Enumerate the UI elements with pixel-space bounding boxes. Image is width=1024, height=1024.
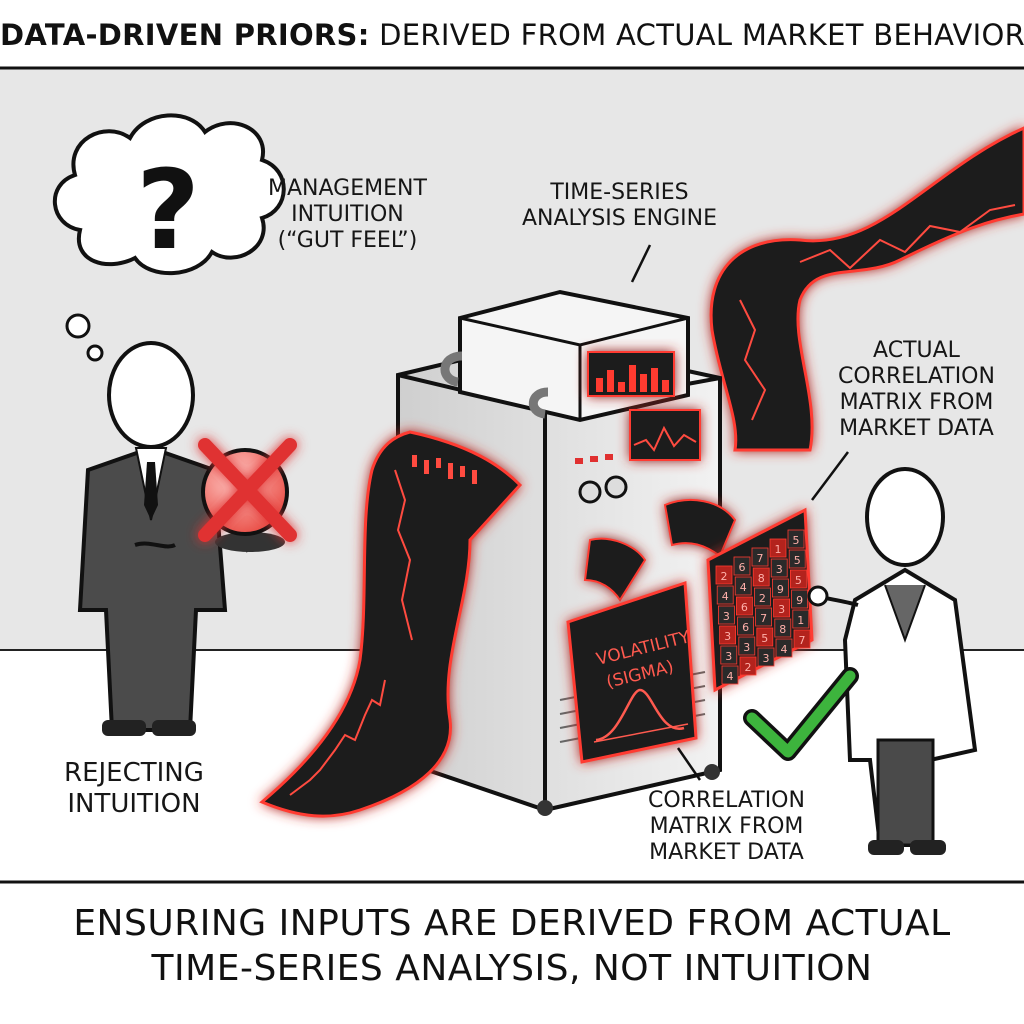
thought-bubble: ? [52,113,286,362]
matrix-cell-value: 2 [745,661,752,674]
matrix-cell-value: 7 [799,634,806,647]
matrix-bottom-label: CORRELATION MATRIX FROM MARKET DATA [648,788,805,866]
matrix-cell [773,598,790,618]
matrix-cell [719,625,736,645]
caption: ENSURING INPUTS ARE DERIVED FROM ACTUAL … [0,902,1024,991]
matrix-cell-value: 5 [761,632,768,645]
matrix-cell-value: 7 [757,552,764,565]
matrix-cell [769,538,787,558]
rejecting-label: REJECTING INTUITION [64,758,204,819]
leader-lines [630,244,849,781]
matrix-cell [790,569,807,589]
matrix-cell-value: 4 [740,581,747,594]
matrix-cell-value: 4 [722,590,729,603]
engine-label-line: ANALYSIS ENGINE [522,205,717,231]
matrix-cell [738,636,756,656]
market-data-ribbon-left [259,430,523,818]
matrix-cell-value: 1 [775,543,782,556]
crystal-ball-rejected-icon [198,438,297,552]
matrix-bottom-label-line: MARKET DATA [649,839,804,865]
matrix-cell [754,587,771,607]
title-bold: DATA-DRIVEN PRIORS: [0,18,370,52]
matrix-cell [755,607,772,627]
actual-matrix-label: ACTUAL CORRELATION MATRIX FROM MARKET DA… [838,338,995,442]
matrix-cell-value: 7 [760,612,767,625]
intuition-label-line: (“GUT FEEL”) [277,227,418,253]
matrix-cell [721,665,739,685]
market-data-ribbon-top [709,126,1024,452]
matrix-cell [734,576,752,596]
actual-matrix-label-line: CORRELATION [838,363,995,389]
matrix-cell [751,547,769,567]
matrix-cell-value: 1 [797,614,804,627]
matrix-cell-value: 3 [763,652,770,665]
matrix-cell [774,618,792,638]
matrix-cell [739,656,757,676]
matrix-cell [792,609,810,629]
volatility-display: VOLATILITY (SIGMA) [566,580,698,764]
matrix-cell [756,627,774,647]
matrix-cell-value: 6 [742,621,749,634]
matrix-cell [772,578,789,598]
matrix-cell-value: 2 [721,570,728,583]
matrix-cell [788,549,806,569]
rejecting-label-line: REJECTING [64,758,204,788]
matrix-cell [787,529,805,549]
matrix-cell-value: 9 [796,594,803,607]
caption-line: ENSURING INPUTS ARE DERIVED FROM ACTUAL [73,903,951,944]
rejecting-label-line: INTUITION [67,788,201,819]
matrix-cell [736,596,753,616]
actual-matrix-label-line: MARKET DATA [839,415,994,441]
matrix-cell [791,589,808,609]
matrix-cell-value: 3 [724,630,731,643]
matrix-cell [757,647,775,667]
matrix-cell-value: 8 [779,623,786,636]
matrix-bottom-label-line: CORRELATION [648,788,805,813]
matrix-cell [752,567,770,587]
matrix-cell-value: 3 [723,610,730,623]
matrix-cell-value: 3 [725,650,732,663]
matrix-cell [770,558,788,578]
matrix-cell-value: 4 [727,670,734,683]
matrix-cell [793,629,811,649]
matrix-cell-value: 3 [778,603,785,616]
page-title: DATA-DRIVEN PRIORS: DERIVED FROM ACTUAL … [0,18,1024,52]
intuition-label: MANAGEMENT INTUITION (“GUT FEEL”) [268,176,427,254]
scientist-figure [807,467,978,855]
actual-matrix-label-line: ACTUAL [873,338,960,363]
matrix-cell-value: 8 [758,572,765,585]
title-rest: DERIVED FROM ACTUAL MARKET BEHAVIOR. [379,18,1024,52]
matrix-cell-value: 9 [777,583,784,596]
matrix-cell [720,645,738,665]
matrix-cell [716,585,734,605]
intuition-label-line: MANAGEMENT [268,176,427,201]
matrix-cell-value: 3 [776,563,783,576]
matrix-cell [737,616,754,636]
matrix-cell [718,605,735,625]
matrix-cell-value: 3 [743,641,750,654]
matrix-bottom-label-line: MATRIX FROM [649,813,804,839]
actual-matrix-label-line: MATRIX FROM [839,389,994,415]
output-ribbons [583,499,737,602]
matrix-cell [775,638,793,658]
matrix-cell-value: 5 [795,574,802,587]
matrix-cell [715,565,733,585]
caption-line: TIME-SERIES ANALYSIS, NOT INTUITION [151,947,873,989]
matrix-cell-value: 5 [793,534,800,547]
matrix-cell-value: 5 [794,554,801,567]
intuition-label-line: INTUITION [291,201,404,227]
matrix-cell-value: 6 [741,601,748,614]
question-mark-icon: ? [136,146,200,274]
matrix-cell [733,556,751,576]
matrix-cell-value: 6 [739,561,746,574]
engine-label-line: TIME-SERIES [550,180,689,205]
matrix-cell-value: 2 [759,592,766,605]
engine-label: TIME-SERIES ANALYSIS ENGINE [522,180,717,232]
matrix-cell-value: 4 [781,643,788,656]
